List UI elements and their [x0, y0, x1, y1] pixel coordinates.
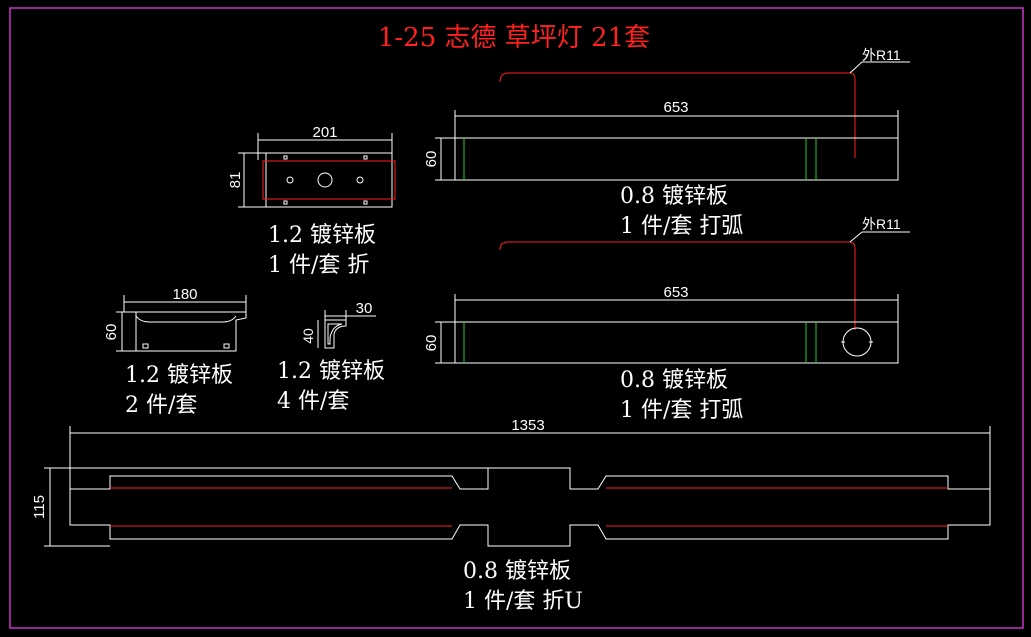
slot [283, 155, 288, 160]
part-top-strip: 外R11 653 60 0.8 镀锌板 1 件/套 打弧 [423, 47, 910, 239]
part-top-strip-hole: 外R11 653 60 0.8 镀锌板 1 件/套 打弧 [423, 216, 910, 423]
center-hole [317, 172, 333, 188]
material-label: 0.8 镀锌板 [620, 368, 728, 393]
radius-note: 外R11 [862, 47, 901, 63]
end-cap-bend-line [262, 160, 396, 200]
part-main-body: 1353 115 0.8 镀锌板 1 件/套 折U [31, 417, 991, 614]
arc-indicator-drop [849, 72, 856, 158]
slot [363, 155, 368, 160]
strip-outline [454, 321, 899, 364]
side-plate-notch [135, 315, 237, 323]
hole-right [356, 176, 364, 184]
arc-indicator [499, 72, 850, 83]
dim-width-label: 30 [356, 300, 373, 317]
part-side-plate: 180 60 1.2 镀锌板 2 件/套 [103, 286, 247, 418]
leader-line [849, 61, 863, 74]
hole-left [286, 176, 294, 184]
slot [223, 343, 230, 349]
material-label: 1.2 镀锌板 [277, 359, 385, 384]
dim-width-label: 180 [172, 286, 197, 303]
slot [283, 200, 288, 205]
slot [142, 343, 149, 349]
side-plate-outline [135, 311, 247, 352]
bracket-inner [327, 323, 343, 345]
strip-hole [842, 327, 872, 357]
strip-outline [454, 137, 899, 181]
qty-label: 1 件/套 折U [463, 589, 583, 614]
material-label: 0.8 镀锌板 [620, 184, 728, 209]
radius-note: 外R11 [862, 216, 901, 232]
arc-indicator [499, 241, 850, 251]
slot [363, 200, 368, 205]
leader-line [849, 231, 863, 243]
qty-label: 1 件/套 打弧 [620, 214, 743, 239]
dim-length-label: 653 [663, 99, 688, 116]
bracket-outline [324, 319, 347, 349]
dim-height-label: 40 [300, 328, 316, 344]
part-bracket: 30 40 1.2 镀锌板 4 件/套 [277, 300, 385, 414]
qty-label: 1 件/套 打弧 [620, 398, 743, 423]
qty-label: 4 件/套 [277, 389, 349, 414]
dim-height-label: 81 [227, 172, 244, 189]
material-label: 1.2 镀锌板 [125, 363, 233, 388]
dim-height-label: 60 [423, 335, 440, 352]
dim-length-label: 653 [663, 284, 688, 301]
dim-height-label: 115 [31, 495, 48, 519]
arc-indicator-drop [849, 241, 856, 330]
drawing-frame [9, 7, 1024, 629]
material-label: 0.8 镀锌板 [463, 559, 571, 584]
part-end-cap: 201 81 1.2 镀锌板 1 件/套 折 [227, 124, 396, 278]
main-body-outline [69, 467, 991, 547]
dim-length-label: 1353 [511, 417, 544, 434]
dim-height-label: 60 [423, 151, 440, 168]
qty-label: 2 件/套 [125, 393, 197, 418]
drawing-title: 1-25 志德 草坪灯 21套 [378, 23, 650, 53]
qty-label: 1 件/套 折 [268, 253, 369, 278]
dim-height-label: 60 [103, 324, 120, 341]
end-cap-outline-outer [265, 152, 393, 208]
dim-width-label: 201 [312, 124, 337, 141]
material-label: 1.2 镀锌板 [268, 223, 376, 248]
